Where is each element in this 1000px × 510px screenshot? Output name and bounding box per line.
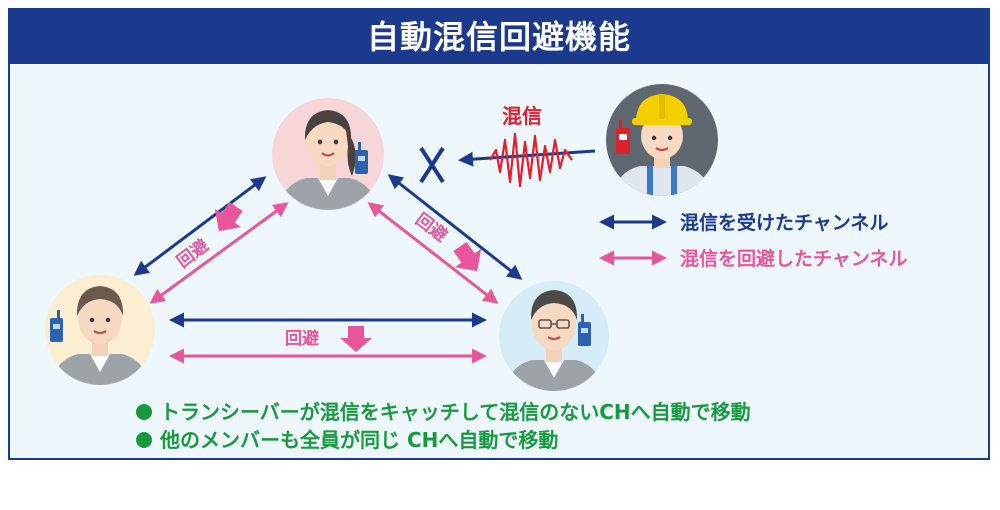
construction-worker-icon: [606, 84, 718, 196]
interference-wave: [489, 132, 573, 188]
note-text: トランシーバーが混信をキャッチして混信のないCHへ自動で移動: [160, 400, 751, 424]
bullet-icon: [136, 432, 152, 448]
avoided-arrow-right: [367, 202, 499, 304]
avoid-chevron-right: [453, 241, 482, 272]
legend-received-label: 混信を受けたチャンネル: [680, 211, 888, 234]
interference-label: 混信: [502, 104, 542, 128]
legend: 混信を受けたチャンネル 混信を回避したチャンネル: [599, 211, 907, 270]
note-item: 他のメンバーも全員が同じ CHへ自動で移動: [136, 424, 558, 453]
radio-icon: [355, 142, 368, 174]
avoided-arrow-left: [149, 202, 289, 304]
avoid-chevron-bottom: [340, 326, 372, 352]
bullet-icon: [136, 404, 152, 420]
avoid-label-bottom: 回避: [285, 328, 319, 349]
radio-icon: [50, 310, 63, 342]
page-title: 自動混信回避機能: [10, 10, 988, 64]
interference-arrow: [458, 149, 596, 167]
man-glasses-avatar-icon: [499, 281, 609, 391]
radio-icon: [616, 120, 630, 154]
woman-avatar-icon: [272, 98, 384, 210]
blocked-x-icon: [419, 146, 445, 184]
man-avatar-icon: [45, 275, 155, 385]
avoid-chevron-left: [214, 201, 243, 232]
note-item: トランシーバーが混信をキャッチして混信のないCHへ自動で移動: [136, 396, 751, 425]
received-arrow-right: [387, 174, 523, 280]
radio-icon: [578, 314, 591, 346]
note-text: 他のメンバーも全員が同じ CHへ自動で移動: [160, 428, 559, 452]
legend-avoided-label: 混信を回避したチャンネル: [680, 247, 907, 270]
